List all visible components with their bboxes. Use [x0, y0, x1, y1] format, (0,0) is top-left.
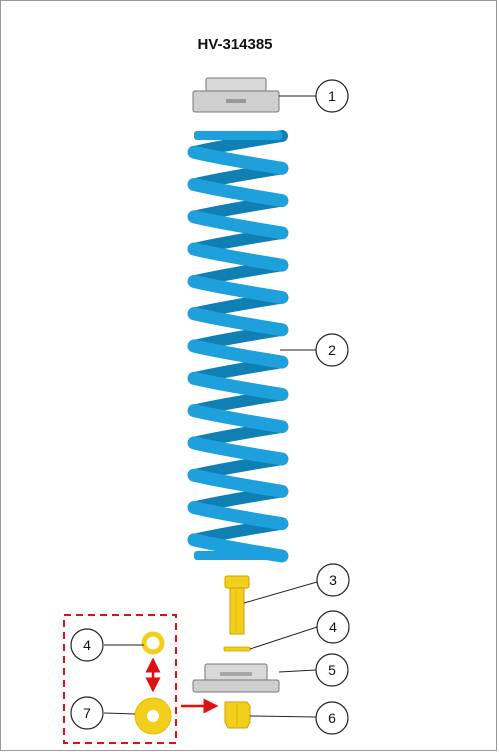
- lower-spring-mount: [192, 663, 280, 693]
- callout-label: 4: [329, 619, 337, 635]
- washer-flat: [223, 646, 251, 652]
- part-number-title: HV-314385: [197, 36, 273, 53]
- callout-label: 7: [83, 705, 91, 721]
- callout-circle: [316, 610, 350, 644]
- callout-label: 4: [83, 637, 91, 653]
- callout-circle: [316, 563, 350, 597]
- callout-circle: [315, 701, 349, 735]
- callout-6: 6: [315, 701, 349, 735]
- callouts: 1 2 3 4 5 6 4 7: [70, 79, 350, 735]
- callout-label: 1: [328, 88, 336, 104]
- callout-label: 2: [328, 342, 336, 358]
- callout-label: 6: [328, 710, 336, 726]
- callout-5: 5: [315, 653, 349, 687]
- callout-circle: [315, 79, 349, 113]
- spring-coil-front: [187, 145, 289, 563]
- alternate-hardware-box: [63, 614, 177, 744]
- spring-coil-back: [188, 130, 288, 546]
- bolt: [224, 575, 250, 635]
- washer-ring: [141, 631, 165, 655]
- callout-1: 1: [315, 79, 349, 113]
- coil-spring: [187, 130, 289, 563]
- callout-4: 4: [316, 610, 350, 644]
- upper-spring-mount: [192, 77, 280, 113]
- leader-lines: [103, 95, 318, 718]
- callout-4b: 4: [70, 628, 104, 662]
- callout-circle: [315, 653, 349, 687]
- callout-circle: [315, 333, 349, 367]
- callout-7: 7: [70, 696, 104, 730]
- callout-2: 2: [315, 333, 349, 367]
- spring-top-end: [194, 131, 282, 140]
- callout-label: 3: [329, 572, 337, 588]
- callout-label: 5: [328, 662, 336, 678]
- callout-circle: [70, 628, 104, 662]
- nut: [224, 701, 251, 729]
- large-washer-hole: [147, 710, 159, 722]
- callout-3: 3: [316, 563, 350, 597]
- callout-circle: [70, 696, 104, 730]
- spring-bottom-end: [194, 551, 282, 560]
